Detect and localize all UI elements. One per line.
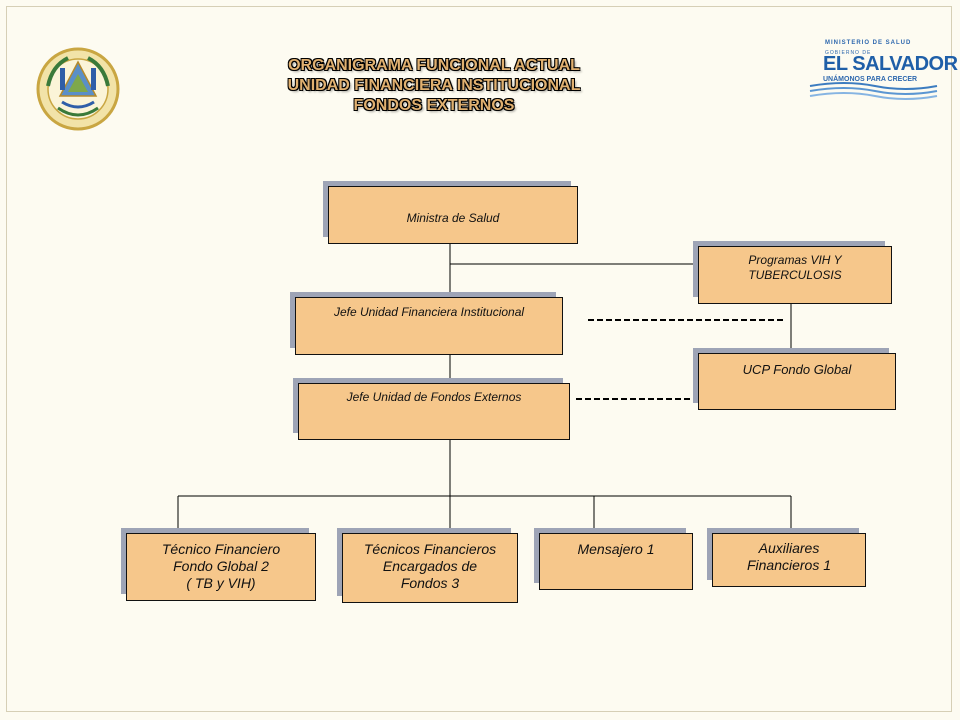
node-label-line: ( TB y VIH) <box>186 575 256 591</box>
node-label-line: Programas VIH Y <box>748 253 842 267</box>
node-label: Jefe Unidad de Fondos Externos <box>346 390 522 404</box>
node-label: UCP Fondo Global <box>742 362 852 377</box>
title-line-2: UNIDAD FINANCIERA INSTITUCIONAL <box>287 77 581 94</box>
logo-country-text: EL SALVADOR <box>823 53 958 75</box>
ministry-logo: MINISTERIO DE SALUD GOBIERNO DE EL SALVA… <box>805 40 958 105</box>
node-ministra-de-salud: Ministra de Salud <box>328 186 578 244</box>
title-line-3: FONDOS EXTERNOS <box>353 97 515 114</box>
node-jefe-unidad-financiera-institucional: Jefe Unidad Financiera Institucional <box>295 297 563 355</box>
wave-icon <box>809 82 938 100</box>
slide-frame <box>6 6 952 712</box>
node-label-line: Financieros 1 <box>746 557 832 573</box>
node-label-line: Técnicos Financieros <box>363 541 497 557</box>
node-label-line: TUBERCULOSIS <box>748 268 842 282</box>
node-label: Jefe Unidad Financiera Institucional <box>333 305 525 319</box>
node-label-line: Auxiliares <box>758 540 820 556</box>
node-label: Mensajero 1 <box>577 541 655 557</box>
node-programas-vih-tuberculosis: Programas VIH Y TUBERCULOSIS <box>698 246 892 304</box>
node-label-line: Encargados de <box>382 558 478 574</box>
logo-ministry-text: MINISTERIO DE SALUD <box>825 40 912 46</box>
node-label-line: Técnico Financiero <box>161 541 281 557</box>
node-tecnicos-financieros-encargados: Técnicos Financieros Encargados de Fondo… <box>342 533 518 603</box>
node-label-line: Fondos 3 <box>400 575 460 591</box>
node-mensajero: Mensajero 1 <box>539 533 693 590</box>
logo-slogan-text: UNÁMONOS PARA CRECER <box>823 76 918 83</box>
node-ucp-fondo-global: UCP Fondo Global <box>698 353 896 410</box>
node-tecnico-financiero-fondo-global: Técnico Financiero Fondo Global 2 ( TB y… <box>126 533 316 601</box>
node-auxiliares-financieros: Auxiliares Financieros 1 <box>712 533 866 587</box>
chart-title: ORGANIGRAMA FUNCIONAL ACTUAL UNIDAD FINA… <box>214 56 654 116</box>
node-label: Ministra de Salud <box>406 211 500 225</box>
title-line-1: ORGANIGRAMA FUNCIONAL ACTUAL <box>288 57 580 74</box>
coat-of-arms-icon <box>36 47 120 131</box>
logo-government-text: GOBIERNO DE <box>825 50 872 56</box>
node-label-line: Fondo Global 2 <box>173 558 269 574</box>
node-jefe-unidad-de-fondos-externos: Jefe Unidad de Fondos Externos <box>298 383 570 440</box>
